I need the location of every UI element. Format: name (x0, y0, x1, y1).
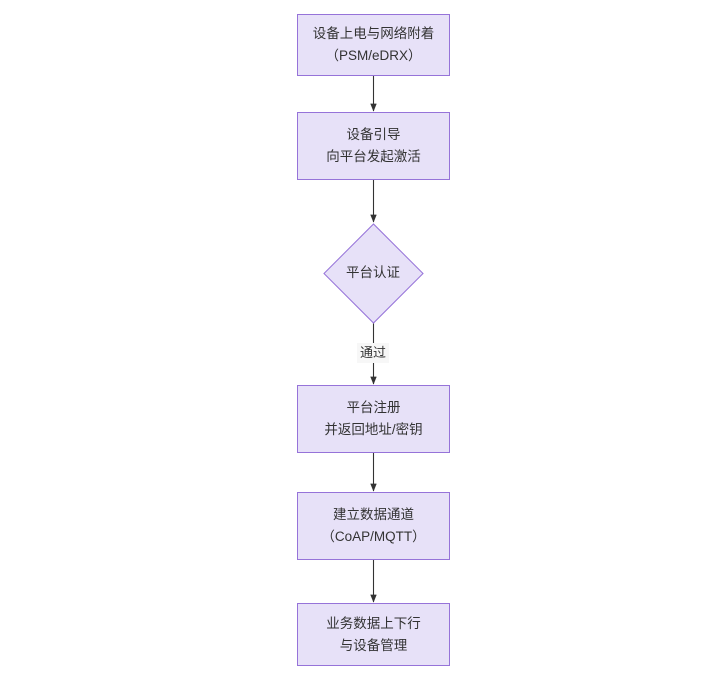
node-establish-data-channel[interactable]: 建立数据通道 （CoAP/MQTT） (297, 492, 450, 560)
node-device-bootstrap[interactable]: 设备引导 向平台发起激活 (297, 112, 450, 180)
node-platform-registration[interactable]: 平台注册 并返回地址/密钥 (297, 385, 450, 453)
node-label-line1: 建立数据通道 (333, 507, 414, 522)
edge-label-pass: 通过 (356, 343, 390, 363)
node-platform-authentication[interactable]: 平台认证 (322, 222, 424, 324)
node-label-line2: 向平台发起激活 (326, 149, 421, 164)
node-device-power-on[interactable]: 设备上电与网络附着 （PSM/eDRX） (297, 14, 450, 76)
node-label-line1: 设备上电与网络附着 (312, 26, 435, 41)
node-label-line2: 并返回地址/密钥 (324, 422, 423, 437)
node-label-line1: 业务数据上下行 (326, 615, 421, 631)
node-label-line2: 与设备管理 (339, 637, 408, 653)
node-label-line1: 设备引导 (346, 127, 401, 142)
node-label-line1: 平台注册 (346, 400, 401, 415)
node-label-line2: （CoAP/MQTT） (321, 529, 426, 544)
node-business-data-and-device-management[interactable]: 业务数据上下行 与设备管理 (297, 603, 450, 666)
node-label-line2: （PSM/eDRX） (325, 48, 422, 63)
node-label-line1: 平台认证 (346, 265, 400, 280)
